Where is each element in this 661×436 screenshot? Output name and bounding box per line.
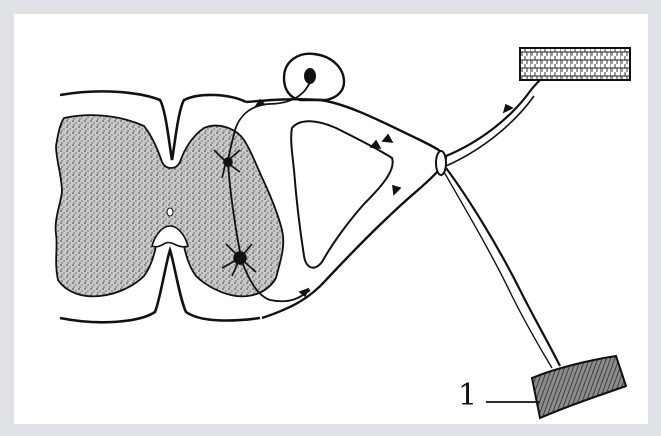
muscle-effector: [532, 356, 626, 418]
spinal-nerve-junction: [436, 151, 446, 175]
afferent-fiber-to-skin: [446, 80, 540, 156]
ganglion-neuron-body: [304, 68, 316, 84]
central-canal: [167, 208, 173, 216]
efferent-fiber-to-muscle: [446, 168, 560, 366]
label-1: 1: [458, 381, 477, 411]
efferent-fiber-to-muscle-2: [444, 172, 552, 368]
skin-receptor: [520, 48, 630, 80]
